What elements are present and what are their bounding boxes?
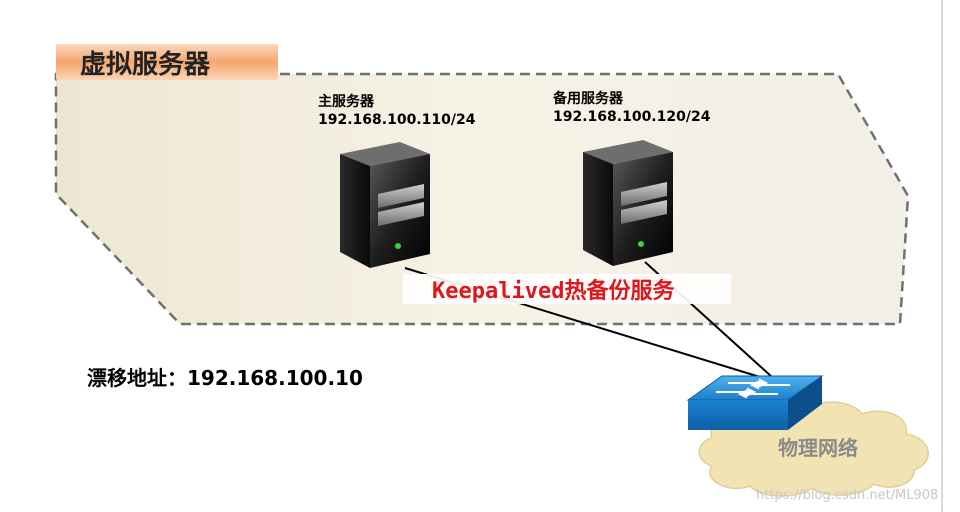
floating-address: 漂移地址：192.168.100.10 — [87, 366, 363, 390]
primary-server: 主服务器 192.168.100.110/24 — [318, 93, 476, 268]
virtual-server-title: 虚拟服务器 — [80, 50, 211, 80]
service-label-text: Keepalived热备份服务 — [432, 278, 675, 304]
right-edge-rule — [941, 0, 943, 512]
backup-server-name: 备用服务器 — [552, 90, 624, 107]
backup-server: 备用服务器 192.168.100.120/24 — [552, 90, 711, 266]
keepalived-service-label: Keepalived热备份服务 — [403, 274, 731, 304]
physical-network-label: 物理网络 — [778, 436, 858, 460]
server-tower-icon — [583, 140, 673, 266]
primary-server-ip: 192.168.100.110/24 — [318, 112, 476, 128]
network-switch-icon — [686, 375, 824, 430]
backup-server-ip: 192.168.100.120/24 — [553, 109, 711, 125]
virtual-server-title-tab: 虚拟服务器 — [56, 44, 278, 80]
virtual-server-region — [54, 72, 910, 326]
server-tower-icon — [340, 142, 430, 268]
primary-server-name: 主服务器 — [318, 93, 375, 110]
watermark: https://blog.csdn.net/ML908 — [756, 488, 938, 503]
